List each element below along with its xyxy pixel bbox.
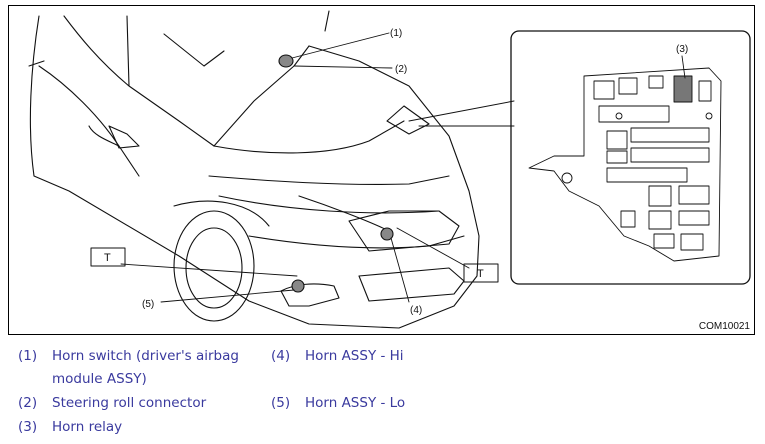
t-box-left (90, 247, 126, 267)
t-mark-right: T (477, 268, 484, 280)
fuse-box-location (386, 105, 430, 135)
vehicle-illustration: T T (1) (2) (3) (4) (5) (28, 10, 751, 329)
legend-number: (3) (18, 419, 38, 435)
legend-text: Steering roll connector (52, 395, 207, 411)
t-mark-left: T (104, 252, 111, 264)
callout-3: (3) (676, 44, 688, 55)
horn-lo-part (291, 279, 305, 293)
t-box-right (463, 263, 499, 283)
fuse-box-inset (510, 30, 751, 285)
legend-text: Horn ASSY - Lo (305, 395, 406, 411)
legend-number: (4) (271, 348, 291, 364)
callout-4: (4) (410, 305, 422, 316)
car-outline (28, 10, 480, 329)
fuse-box-drawing (528, 67, 722, 262)
diagram-figure: T T (1) (2) (3) (4) (5) COM10021 (8, 5, 755, 335)
callout-5: (5) (142, 299, 154, 310)
legend: (1) Horn switch (driver's airbag module … (0, 342, 765, 442)
legend-text: Horn switch (driver's airbag module ASSY… (52, 348, 239, 387)
callout-1: (1) (390, 28, 402, 39)
legend-number: (1) (18, 348, 38, 364)
legend-number: (5) (271, 395, 291, 411)
legend-text: Horn relay (52, 419, 123, 435)
fog-lamp (280, 283, 340, 307)
legend-text: Horn ASSY - Hi (305, 348, 404, 364)
horn-hi-part (380, 227, 394, 241)
legend-number: (2) (18, 395, 38, 411)
callout-2: (2) (395, 64, 407, 75)
leader-lines (120, 32, 686, 303)
horn-switch-part (278, 54, 294, 68)
figure-code: COM10021 (698, 321, 750, 332)
